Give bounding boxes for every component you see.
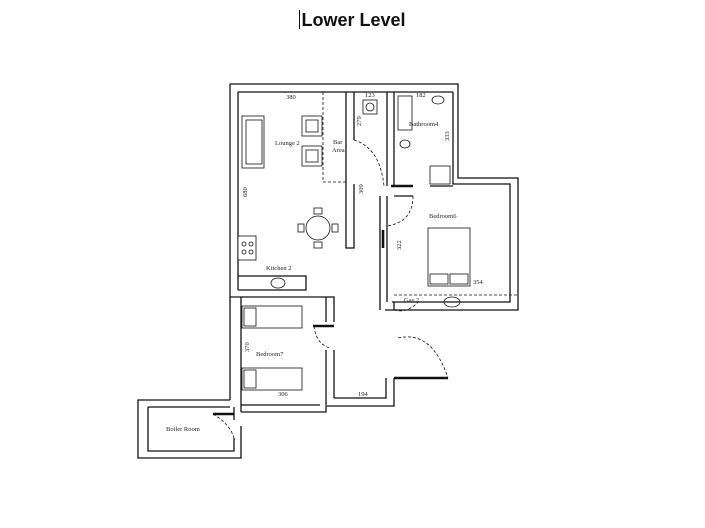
text-cursor xyxy=(299,10,301,29)
stove xyxy=(237,235,257,261)
interior-walls xyxy=(213,92,518,416)
single-bed xyxy=(241,367,303,391)
dimension-label: 380 xyxy=(286,94,296,101)
dimension-label: 194 xyxy=(358,391,369,398)
room-label-bedroom7: Bedroom7 xyxy=(256,351,284,358)
room-labels: Lounge 2 Bar Area Bathroom4 Bedroom6 Kit… xyxy=(166,121,457,433)
room-label-kitchen: Kitchen 2 xyxy=(266,265,291,272)
single-bed xyxy=(241,305,303,329)
dimension-label: 182 xyxy=(416,92,426,99)
room-label-lounge: Lounge 2 xyxy=(275,140,300,147)
dining-table xyxy=(305,215,331,241)
room-label-bar: Bar xyxy=(333,139,343,146)
room-label-boiler-room: Boiler Room xyxy=(166,426,200,433)
bathtub xyxy=(397,95,413,131)
room-label-bedroom6: Bedroom6 xyxy=(429,213,457,220)
door-swings xyxy=(212,139,518,439)
shower xyxy=(429,165,451,185)
page-title: Lower Level xyxy=(0,10,705,31)
toilet xyxy=(399,139,411,149)
dimension-label: 123 xyxy=(365,92,375,99)
dimension-label: 279 xyxy=(356,116,363,126)
dimension-label: 306 xyxy=(278,391,289,398)
basin xyxy=(431,95,445,105)
title-text: Lower Level xyxy=(301,10,406,30)
furniture xyxy=(237,95,471,391)
room-label-bathroom: Bathroom4 xyxy=(409,121,439,128)
room-label-gas: Gas 2 xyxy=(404,297,419,304)
kitchen-sink xyxy=(270,277,286,289)
dimension-label: 680 xyxy=(242,187,249,197)
gas-meter xyxy=(443,296,461,308)
room-label-area: Area xyxy=(332,147,345,154)
dimension-label: 309 xyxy=(358,184,365,194)
dimension-labels: 380 123 182 279 333 680 309 322 354 370 … xyxy=(242,92,484,398)
dimension-label: 370 xyxy=(244,342,251,352)
dimension-label: 322 xyxy=(396,240,403,250)
dimension-label: 333 xyxy=(444,131,451,141)
toilet xyxy=(362,99,378,115)
dimension-label: 354 xyxy=(473,279,484,286)
